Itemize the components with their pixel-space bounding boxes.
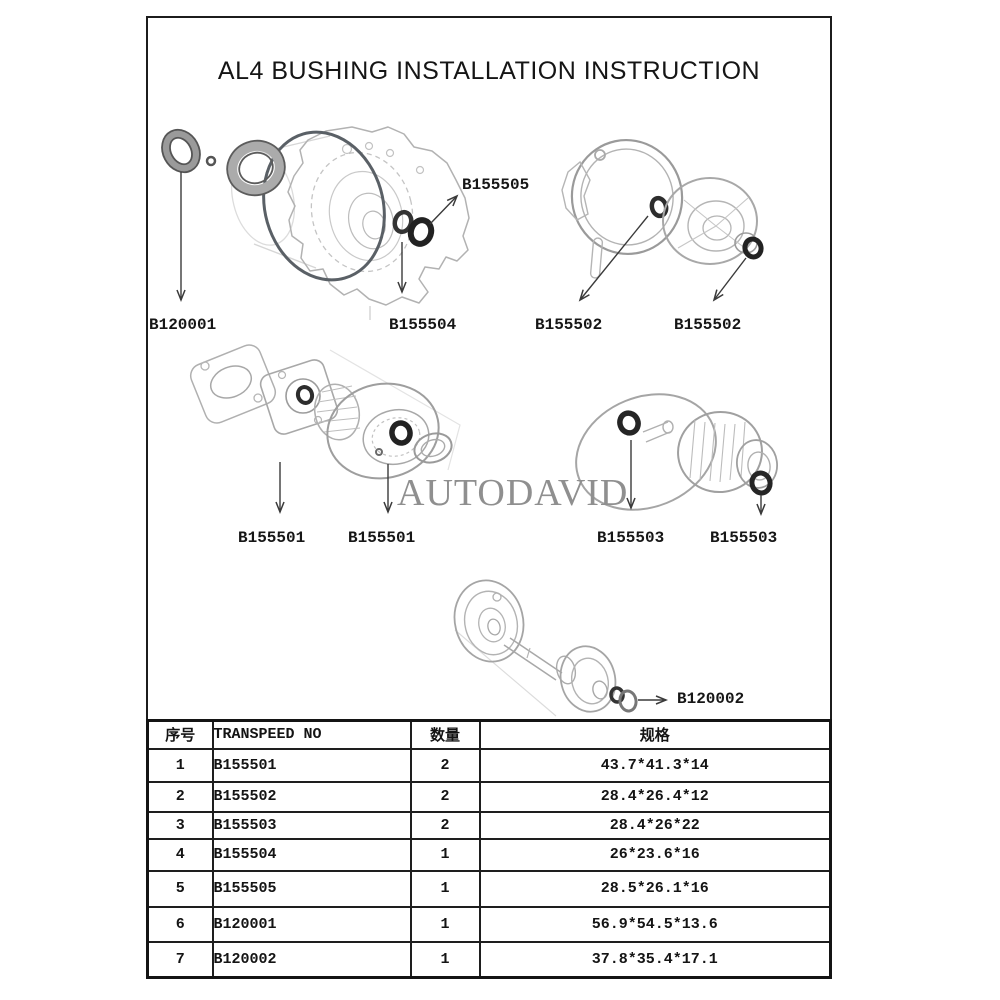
table-row: 6 B120001 1 56.9*54.5*13.6 xyxy=(146,905,832,943)
page-title: AL4 BUSHING INSTALLATION INSTRUCTION xyxy=(217,57,761,85)
callout-label-b155501-left: B155501 xyxy=(238,529,306,547)
cell-no: 5 xyxy=(146,869,214,908)
table-row: 4 B155504 1 26*23.6*16 xyxy=(146,837,832,872)
cell-spec: 28.4*26*22 xyxy=(478,810,832,840)
cell-qty: 1 xyxy=(409,837,481,872)
table-row: 2 B155502 2 28.4*26.4*12 xyxy=(146,780,832,813)
cell-no: 1 xyxy=(146,747,214,783)
cell-spec: 43.7*41.3*14 xyxy=(478,747,832,783)
clutch-shaft-drawing xyxy=(575,393,778,517)
callout-label-b155504: B155504 xyxy=(389,316,457,334)
callout-label-b155501-right: B155501 xyxy=(348,529,416,547)
callout-label-b155502-right: B155502 xyxy=(674,316,742,334)
cell-qty: 2 xyxy=(409,810,481,840)
output-shaft-drawing xyxy=(453,579,669,717)
table-row: 3 B155503 2 28.4*26*22 xyxy=(146,810,832,840)
callout-label-b120002: B120002 xyxy=(677,690,745,708)
column-header-no: 序号 xyxy=(146,719,214,750)
table-header-row: 序号 TRANSPEED NO 数量 规格 xyxy=(146,719,832,750)
column-header-qty: 数量 xyxy=(409,719,481,750)
cell-part: B120001 xyxy=(211,905,412,943)
cell-spec: 28.4*26.4*12 xyxy=(478,780,832,813)
cell-spec: 26*23.6*16 xyxy=(478,837,832,872)
bell-housing-drawing xyxy=(161,126,470,320)
cell-qty: 2 xyxy=(409,780,481,813)
callout-label-b155502-left: B155502 xyxy=(535,316,603,334)
table-row: 1 B155501 2 43.7*41.3*14 xyxy=(146,747,832,783)
cell-no: 2 xyxy=(146,780,214,813)
pump-assembly-drawing xyxy=(189,344,461,515)
cell-no: 4 xyxy=(146,837,214,872)
cell-part: B155505 xyxy=(211,869,412,908)
cell-qty: 1 xyxy=(409,905,481,943)
band-and-drum-drawing xyxy=(561,138,764,302)
callout-label-b120001: B120001 xyxy=(149,316,217,334)
cell-part: B155503 xyxy=(211,810,412,840)
table-row: 7 B120002 1 37.8*35.4*17.1 xyxy=(146,940,832,979)
watermark-text: AUTODAVID xyxy=(397,472,629,514)
column-header-spec: 规格 xyxy=(478,719,832,750)
callout-label-b155503-left: B155503 xyxy=(597,529,665,547)
table-row: 5 B155505 1 28.5*26.1*16 xyxy=(146,869,832,908)
column-header-part: TRANSPEED NO xyxy=(211,719,412,750)
cell-no: 3 xyxy=(146,810,214,840)
parts-table: 序号 TRANSPEED NO 数量 规格 1 B155501 2 43.7*4… xyxy=(146,719,832,979)
callout-label-b155503-right: B155503 xyxy=(710,529,778,547)
callout-label-b155505: B155505 xyxy=(462,176,530,194)
cell-part: B155504 xyxy=(211,837,412,872)
cell-qty: 1 xyxy=(409,869,481,908)
cell-part: B120002 xyxy=(211,940,412,979)
cell-no: 6 xyxy=(146,905,214,943)
cell-spec: 28.5*26.1*16 xyxy=(478,869,832,908)
cell-part: B155502 xyxy=(211,780,412,813)
cell-qty: 1 xyxy=(409,940,481,979)
cell-spec: 56.9*54.5*13.6 xyxy=(478,905,832,943)
cell-spec: 37.8*35.4*17.1 xyxy=(478,940,832,979)
parts-table-container: 序号 TRANSPEED NO 数量 规格 1 B155501 2 43.7*4… xyxy=(146,719,832,979)
cell-part: B155501 xyxy=(211,747,412,783)
cell-no: 7 xyxy=(146,940,214,979)
cell-qty: 2 xyxy=(409,747,481,783)
